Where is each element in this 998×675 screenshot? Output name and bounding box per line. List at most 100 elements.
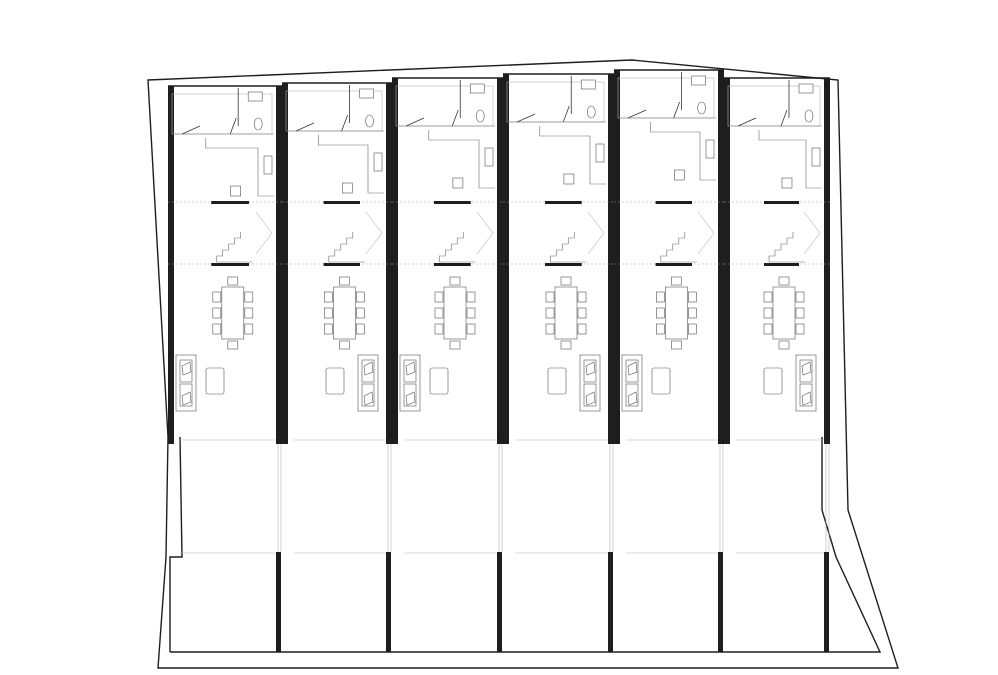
- stair-diag-2: [697, 232, 715, 255]
- coffee-table: [547, 367, 567, 395]
- pillow-1: [363, 361, 374, 376]
- kitchen-counter: [758, 130, 822, 189]
- toilet: [253, 117, 263, 131]
- stair-rail-top: [323, 201, 360, 204]
- yard-wall: [608, 552, 613, 652]
- stair-diag-1: [255, 211, 273, 234]
- stair-diag-1: [587, 211, 605, 234]
- pillow-1: [627, 361, 638, 376]
- inner-boundary-left: [169, 436, 183, 652]
- stair-rail-bottom: [434, 263, 471, 266]
- party-wall-right: [386, 83, 392, 444]
- chair-bottom: [227, 340, 239, 350]
- chair-left: [656, 323, 665, 335]
- stair-treads: [660, 232, 686, 262]
- chair-top: [671, 276, 682, 286]
- dining-table: [443, 286, 467, 340]
- stair-diag-1: [697, 211, 715, 234]
- hob: [263, 155, 273, 175]
- chair-left: [763, 323, 773, 335]
- yard-wall: [824, 552, 829, 652]
- party-wall-left: [724, 78, 730, 444]
- coffee-table: [325, 367, 345, 395]
- toilet: [365, 114, 374, 128]
- pillow-2: [405, 391, 416, 406]
- chair-top: [778, 276, 790, 286]
- stair-rail-bottom: [323, 263, 360, 266]
- party-wall-right: [608, 74, 614, 444]
- door-leaf-2: [229, 117, 237, 135]
- chair-left: [763, 291, 773, 303]
- party-wall-left: [168, 86, 174, 444]
- chair-right: [577, 323, 587, 335]
- pillow-2: [801, 391, 812, 406]
- chair-bottom: [671, 340, 682, 350]
- chair-right: [795, 307, 805, 319]
- toilet: [697, 101, 706, 115]
- yard-wall: [497, 552, 502, 652]
- house-unit-1: [168, 85, 282, 652]
- sink: [469, 83, 485, 94]
- door-leaf-1: [405, 117, 425, 127]
- sink: [359, 88, 374, 99]
- stair-rail-top: [434, 201, 471, 204]
- party-wall-left: [392, 78, 398, 444]
- chair-bottom: [778, 340, 790, 350]
- chair-right: [466, 323, 476, 335]
- stair-rail-top: [764, 201, 799, 204]
- dining-table: [221, 286, 245, 340]
- door-leaf-2: [673, 101, 680, 119]
- hob: [595, 143, 605, 163]
- dining-table: [333, 286, 356, 340]
- party-wall-left: [282, 83, 288, 444]
- stair-rail-bottom: [764, 263, 799, 266]
- chair-left: [763, 307, 773, 319]
- stair-treads: [768, 232, 794, 262]
- party-wall-right: [824, 78, 830, 444]
- party-wall-right: [276, 86, 282, 444]
- stair-rail-top: [655, 201, 692, 204]
- stair-rail-bottom: [655, 263, 692, 266]
- chair-bottom: [339, 340, 350, 350]
- chair-left: [434, 291, 444, 303]
- stair-rail-bottom: [545, 263, 582, 266]
- pillow-1: [181, 361, 192, 376]
- chair-left: [545, 291, 555, 303]
- door-leaf-2: [562, 105, 570, 123]
- pillow-2: [585, 391, 596, 406]
- stair-diag-2: [365, 232, 383, 255]
- stair-diag-1: [476, 211, 494, 234]
- chair-left: [545, 307, 555, 319]
- kitchen-counter: [205, 138, 274, 197]
- door-leaf-1: [181, 125, 201, 135]
- coffee-table: [429, 367, 449, 395]
- party-wall-left: [614, 70, 620, 444]
- chair-right: [795, 323, 805, 335]
- door-leaf-2: [451, 109, 459, 127]
- chair-top: [560, 276, 572, 286]
- house-unit-5: [614, 69, 724, 652]
- terraced-units: [168, 69, 830, 652]
- stair-diag-2: [476, 232, 494, 255]
- kitchen-counter: [318, 135, 384, 194]
- chair-right: [577, 291, 587, 303]
- stair-diag-2: [803, 232, 821, 255]
- stair-rail-bottom: [211, 263, 249, 266]
- stair-treads: [216, 232, 241, 262]
- pillow-1: [585, 361, 596, 376]
- site-boundary: [147, 59, 899, 669]
- chair-right: [466, 291, 476, 303]
- sink: [798, 83, 814, 94]
- chair-right: [688, 307, 697, 319]
- chair-left: [545, 323, 555, 335]
- yard-wall: [718, 552, 723, 652]
- hob: [811, 147, 821, 167]
- chair-right: [577, 307, 587, 319]
- chair-bottom: [449, 340, 461, 350]
- toilet: [475, 109, 485, 123]
- inner-boundary-right: [170, 437, 882, 653]
- stair-rail-top: [211, 201, 249, 204]
- door-leaf-1: [295, 122, 315, 132]
- coffee-table: [651, 367, 671, 395]
